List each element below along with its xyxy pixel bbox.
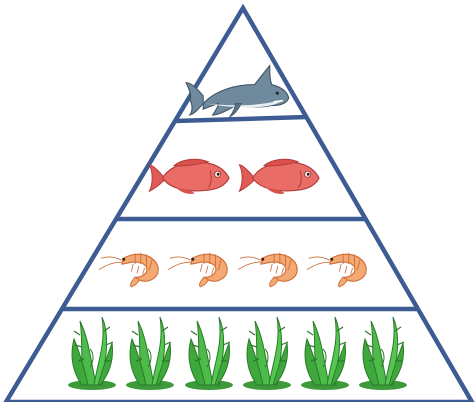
seaweed-icon: [126, 317, 174, 390]
organisms-layer: [68, 66, 407, 390]
red-fish-icon: [239, 159, 319, 194]
level-lower-middle: [99, 253, 366, 287]
level-upper-middle: [149, 159, 319, 194]
seaweed-icon: [359, 317, 407, 390]
shrimp-icon: [238, 253, 297, 287]
seaweed-icon: [185, 317, 233, 390]
level-divider-1: [175, 117, 306, 121]
seaweed-icon: [243, 317, 291, 390]
shrimp-icon: [99, 253, 158, 287]
red-fish-icon: [149, 159, 229, 194]
level-base: [68, 317, 407, 390]
seaweed-icon: [68, 317, 116, 390]
shrimp-icon: [307, 253, 366, 287]
shrimp-icon: [168, 253, 227, 287]
seaweed-icon: [301, 317, 349, 390]
